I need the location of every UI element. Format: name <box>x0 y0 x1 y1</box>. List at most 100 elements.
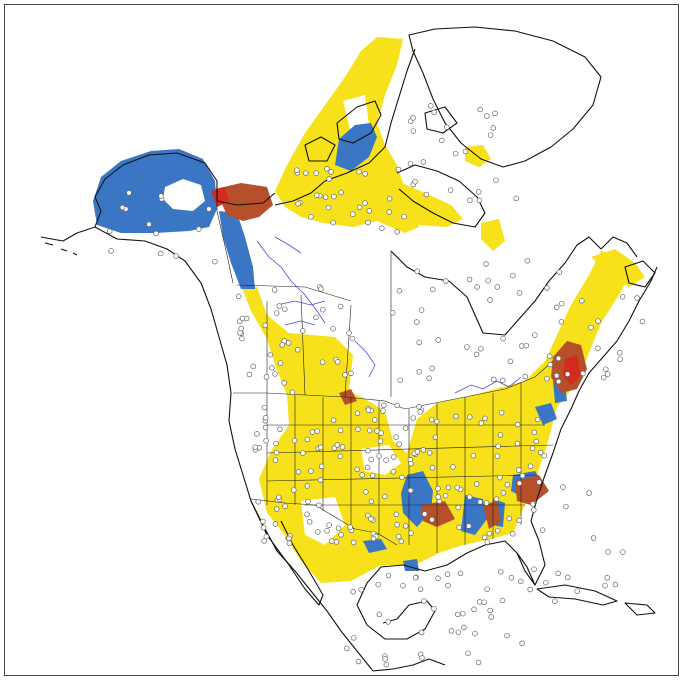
station-circle-icon <box>514 440 521 447</box>
station-circle-icon <box>252 444 259 451</box>
station-circle-icon <box>286 540 293 546</box>
station-circle-icon <box>554 304 560 311</box>
station-circle-icon <box>322 194 329 200</box>
station-circle-icon <box>484 113 490 119</box>
station-circle-icon <box>497 474 503 481</box>
station-circle-icon <box>488 614 494 620</box>
station-circle-icon <box>484 539 491 545</box>
station-circle-icon <box>334 442 341 448</box>
station-circle-icon <box>316 502 322 509</box>
station-circle-icon <box>555 570 561 577</box>
coast-greenland <box>408 26 602 168</box>
station-circle-icon <box>419 655 425 661</box>
station-circle-icon <box>588 324 594 331</box>
station-circle-icon <box>395 166 402 173</box>
station-circle-icon <box>334 359 341 365</box>
station-circle-icon <box>407 160 414 167</box>
station-circle-icon <box>305 498 311 505</box>
station-circle-icon <box>482 415 488 422</box>
station-circle-icon <box>304 511 310 518</box>
station-circle-icon <box>313 170 319 176</box>
station-circle-icon <box>318 286 324 292</box>
border-provinces <box>236 251 392 398</box>
station-circle-icon <box>119 204 126 211</box>
station-circle-icon <box>263 533 270 540</box>
station-circle-icon <box>380 408 386 414</box>
station-circle-icon <box>108 248 114 254</box>
station-circle-icon <box>239 335 245 342</box>
station-circle-icon <box>337 303 344 310</box>
station-circle-icon <box>536 479 542 485</box>
station-circle-icon <box>289 389 296 395</box>
station-circle-icon <box>206 206 212 212</box>
station-circle-icon <box>455 504 461 511</box>
station-circle-icon <box>483 500 490 506</box>
station-circle-icon <box>362 171 368 177</box>
river-hudson <box>274 236 302 254</box>
station-circle-icon <box>326 176 332 182</box>
station-circle-icon <box>580 370 586 377</box>
station-circle-icon <box>319 359 326 365</box>
station-circle-icon <box>639 318 646 325</box>
station-circle-icon <box>158 193 164 199</box>
station-circle-icon <box>487 132 494 138</box>
station-circle-icon <box>485 277 491 284</box>
station-circle-icon <box>315 529 321 535</box>
station-circle-icon <box>444 571 451 578</box>
station-circle-icon <box>500 335 506 342</box>
station-circle-icon <box>487 297 493 303</box>
station-circle-icon <box>390 454 397 460</box>
station-circle-icon <box>339 444 346 450</box>
station-circle-icon <box>271 287 278 293</box>
station-circle-icon <box>364 464 371 471</box>
station-circle-icon <box>273 440 279 447</box>
station-circle-icon <box>487 607 493 614</box>
station-circle-icon <box>279 342 285 348</box>
coast-hispaniola <box>624 602 656 616</box>
station-circle-icon <box>416 339 422 346</box>
station-circle-icon <box>537 449 544 456</box>
station-circle-icon <box>447 187 454 193</box>
station-circle-icon <box>553 372 560 379</box>
station-circle-icon <box>470 452 477 459</box>
station-circle-icon <box>414 449 421 455</box>
yellow-zone-islet-2 <box>481 219 505 251</box>
station-circle-icon <box>519 472 526 479</box>
station-circle-icon <box>365 448 371 454</box>
station-circle-icon <box>272 521 279 527</box>
station-circle-icon <box>477 106 483 113</box>
station-circle-icon <box>386 195 393 202</box>
station-circle-icon <box>574 588 580 594</box>
station-circle-icon <box>590 535 597 541</box>
station-circle-icon <box>337 453 344 460</box>
station-circle-icon <box>416 404 422 410</box>
lake-winnipeg <box>354 340 376 378</box>
station-circle-icon <box>320 306 326 313</box>
station-circle-icon <box>365 407 372 413</box>
station-circle-icon <box>326 522 332 528</box>
coast-arctic-islands <box>304 100 458 162</box>
station-circle-icon <box>416 369 423 375</box>
station-circle-icon <box>522 373 528 380</box>
station-circle-icon <box>634 295 640 301</box>
station-circle-icon <box>586 490 592 496</box>
station-circle-icon <box>368 498 375 505</box>
station-circle-icon <box>394 522 400 528</box>
station-circle-icon <box>541 452 548 459</box>
station-circle-icon <box>442 492 449 499</box>
station-circle-icon <box>306 519 313 525</box>
station-circle-icon <box>355 426 361 433</box>
station-circle-icon <box>300 328 306 334</box>
station-circle-icon <box>428 103 434 109</box>
rivers-lakes <box>256 236 522 394</box>
station-circle-icon <box>434 418 440 425</box>
station-circle-icon <box>381 402 387 409</box>
station-circle-icon <box>393 511 400 518</box>
station-circle-icon <box>524 257 531 264</box>
station-circle-icon <box>394 229 400 235</box>
station-circle-icon <box>516 480 523 487</box>
station-circle-icon <box>471 606 477 613</box>
station-circle-icon <box>262 322 268 329</box>
station-circle-icon <box>398 538 405 545</box>
station-circle-icon <box>294 167 300 173</box>
